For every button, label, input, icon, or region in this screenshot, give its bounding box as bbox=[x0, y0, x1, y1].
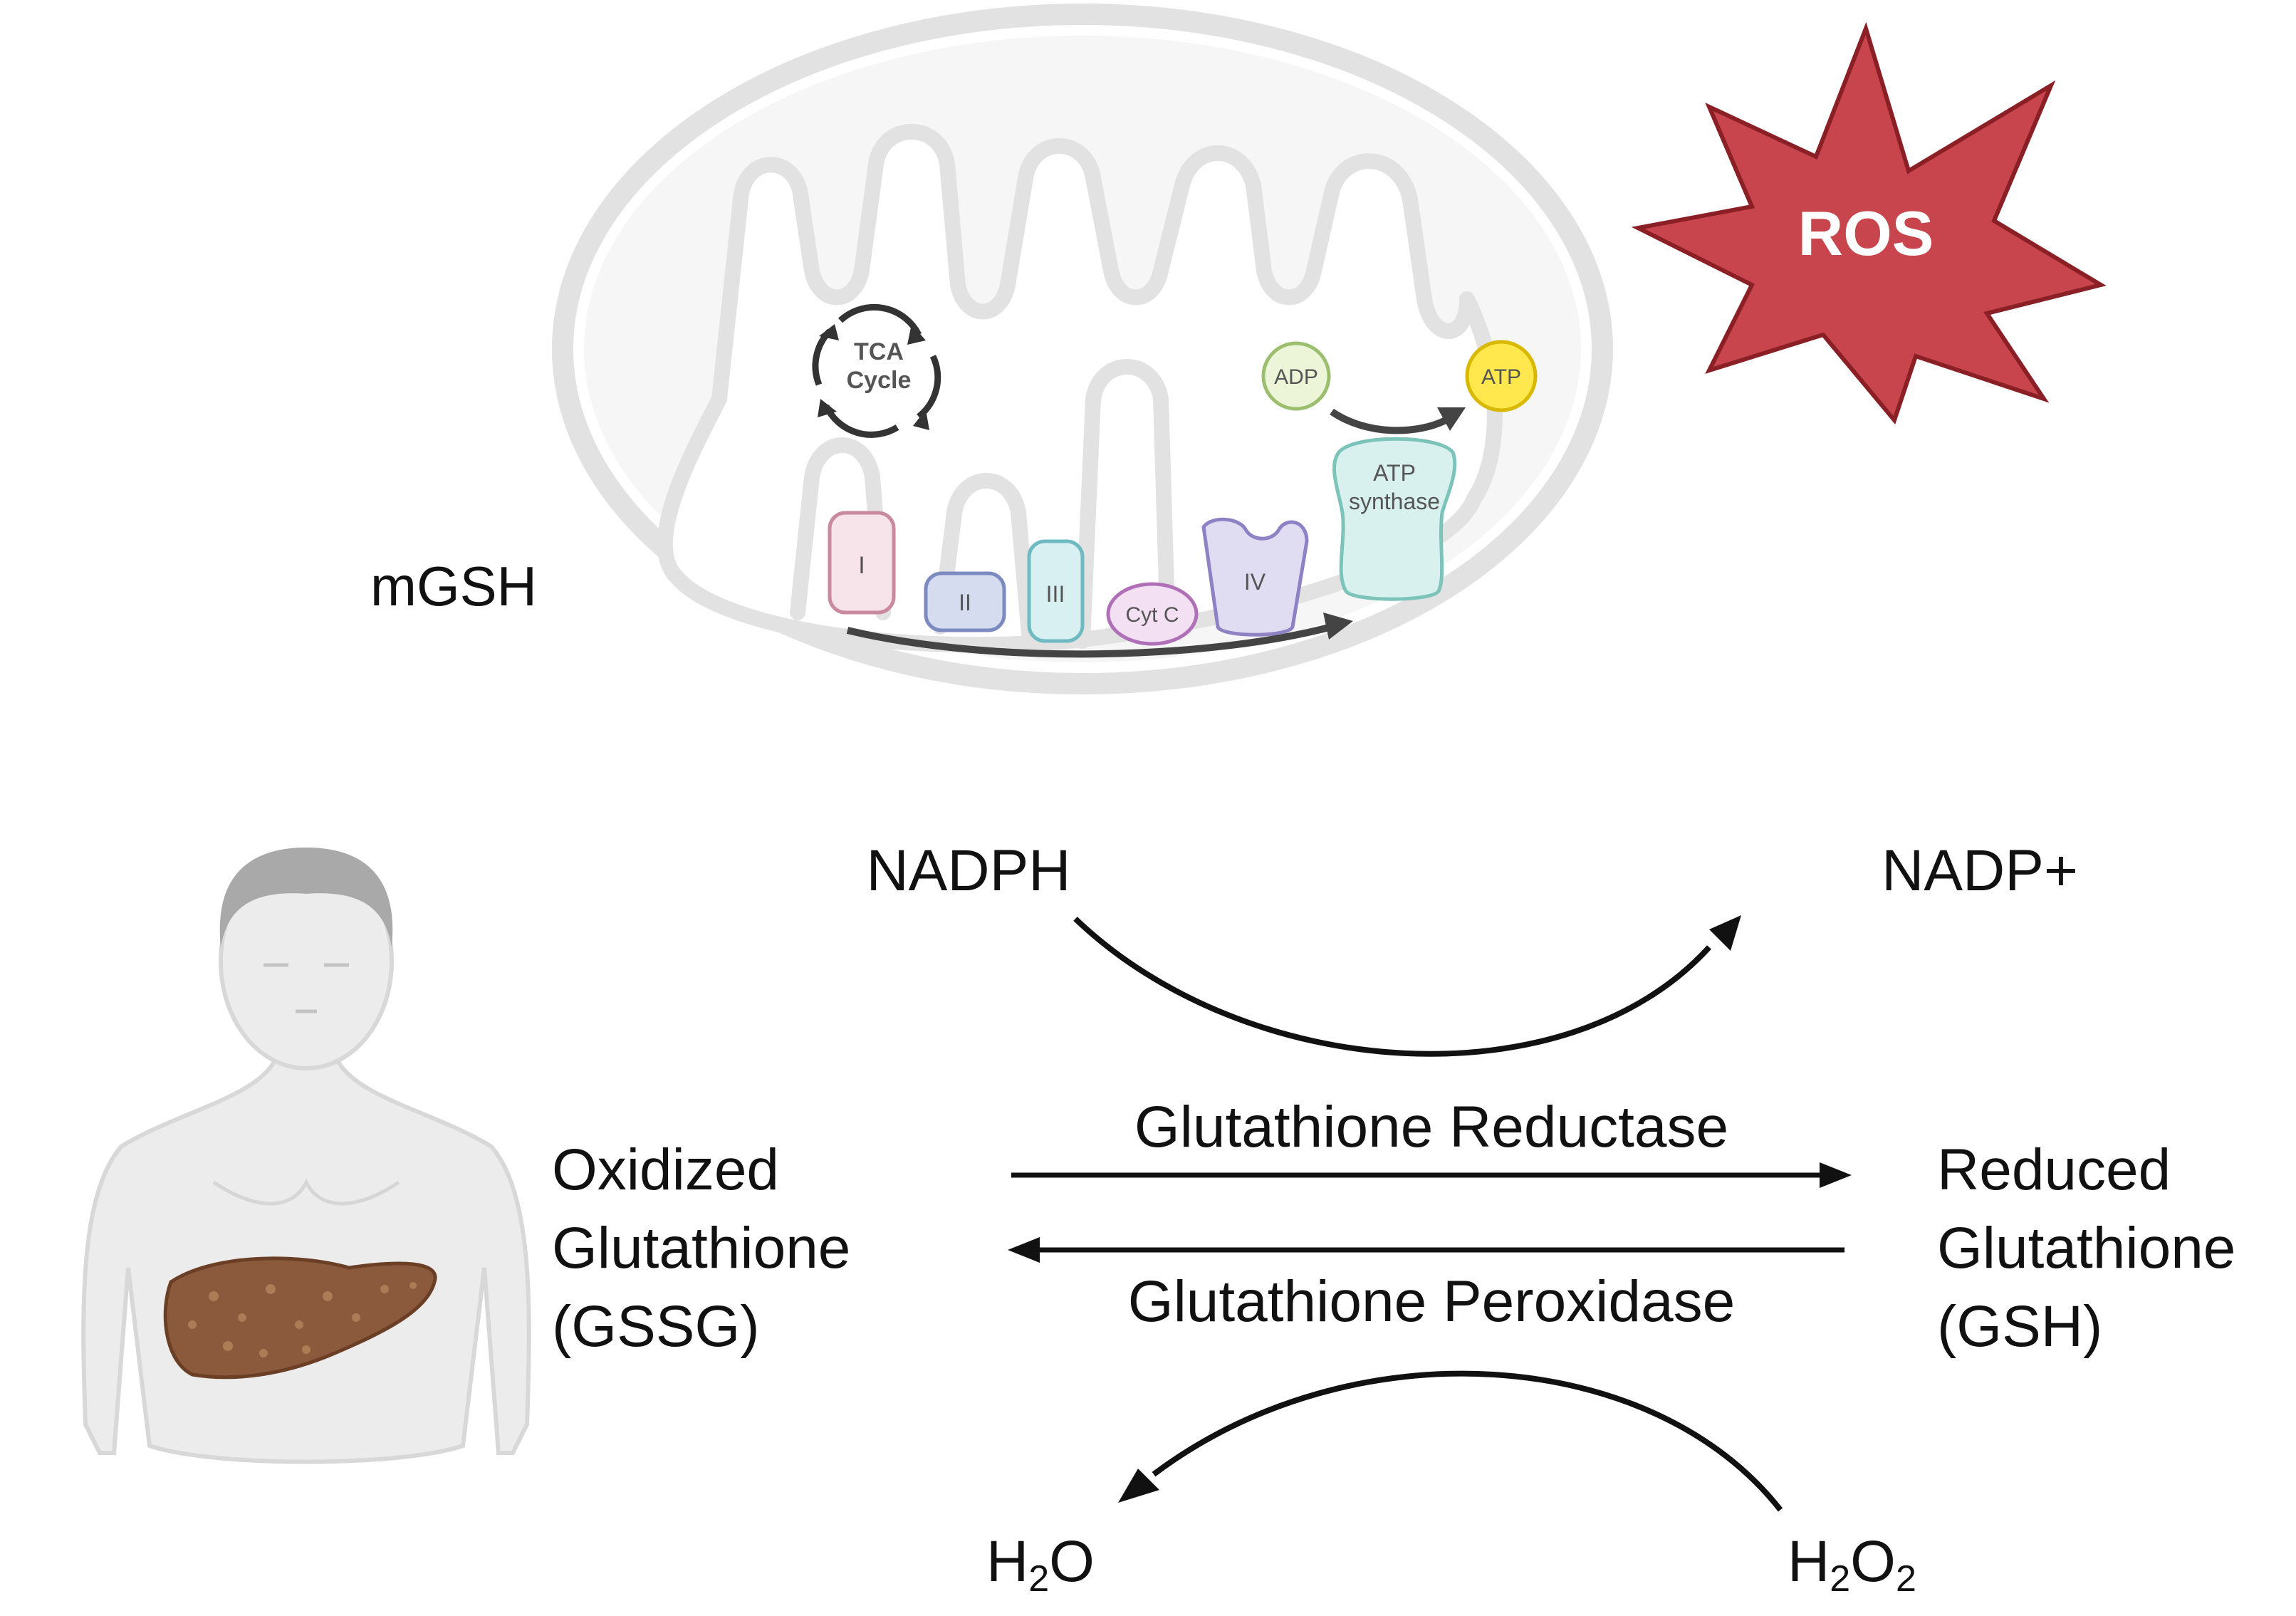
tca-arc-3 bbox=[823, 404, 899, 438]
atp-molecule: ATP bbox=[1465, 340, 1538, 412]
tca-cycle: TCA Cycle bbox=[812, 303, 941, 438]
reduced-glutathione-line2: Glutathione bbox=[1937, 1216, 2235, 1281]
water-label: H2O bbox=[986, 1529, 1095, 1600]
liver-texture bbox=[188, 1282, 417, 1357]
complex-i: I bbox=[828, 511, 896, 615]
complex-iii: III bbox=[1027, 539, 1085, 643]
nadph-to-nadp-arrow bbox=[1073, 917, 1711, 1057]
adp-label: ADP bbox=[1274, 365, 1318, 389]
cytochrome-c-label: Cyt C bbox=[1126, 603, 1179, 627]
cytochrome-c: Cyt C bbox=[1106, 582, 1199, 646]
atp-synthase-label-line1: ATP bbox=[1373, 460, 1416, 486]
nadph-label: NADPH bbox=[866, 838, 1070, 903]
complex-i-label: I bbox=[858, 552, 865, 579]
atp-synthase-label-line2: synthase bbox=[1349, 489, 1440, 514]
reduced-glutathione-line1: Reduced bbox=[1937, 1137, 2171, 1202]
peroxide-to-water-arrowhead bbox=[1118, 1469, 1159, 1503]
oxidized-glutathione-line2: Glutathione bbox=[552, 1216, 850, 1281]
glutathione-reductase-label: Glutathione Reductase bbox=[1134, 1095, 1728, 1159]
tca-arrowhead bbox=[913, 410, 929, 430]
complex-iv: IV bbox=[1201, 517, 1309, 637]
tca-label-line1: TCA bbox=[854, 338, 904, 365]
ros-burst: ROS bbox=[1631, 21, 2107, 425]
human-figure-icon bbox=[81, 848, 531, 1464]
ros-label: ROS bbox=[1798, 198, 1934, 269]
tca-label-line2: Cycle bbox=[847, 367, 912, 394]
peroxide-label: H2O2 bbox=[1788, 1529, 1916, 1600]
water-sub: 2 bbox=[1028, 1558, 1049, 1600]
oxidized-glutathione-line1: Oxidized bbox=[552, 1137, 779, 1202]
complex-ii: II bbox=[924, 571, 1006, 632]
reaction-scheme: NADPH NADP+ Glutathione Reductase Glutat… bbox=[552, 838, 2235, 1600]
complex-iii-label: III bbox=[1046, 581, 1065, 607]
electron-flow-arrow bbox=[846, 623, 1333, 658]
glutathione-peroxidase-label: Glutathione Peroxidase bbox=[1128, 1269, 1735, 1334]
peroxide-sub1: 2 bbox=[1830, 1558, 1850, 1600]
tca-arrowhead bbox=[818, 399, 837, 417]
ros-starburst-icon bbox=[1631, 21, 2107, 425]
tca-arrowhead bbox=[819, 324, 839, 340]
tca-arrowhead bbox=[907, 324, 926, 345]
water-o: O bbox=[1049, 1529, 1095, 1594]
nadp-plus-label: NADP+ bbox=[1882, 838, 2078, 903]
oxidized-glutathione-line3: (GSSG) bbox=[552, 1294, 760, 1359]
adp-to-atp-arrow bbox=[1330, 408, 1448, 434]
nadph-to-nadp-arrowhead bbox=[1709, 915, 1741, 951]
atp-label: ATP bbox=[1481, 365, 1521, 389]
mgsh-label: mGSH bbox=[370, 555, 537, 617]
adp-to-atp-arrowhead bbox=[1437, 407, 1466, 431]
complex-ii-label: II bbox=[959, 590, 971, 615]
complex-iv-label: IV bbox=[1244, 569, 1266, 595]
peroxide-to-water-arrow bbox=[1152, 1370, 1783, 1512]
lower-cristae bbox=[790, 359, 1176, 649]
electron-flow-arrowhead bbox=[1323, 612, 1353, 640]
peroxide-h: H bbox=[1788, 1529, 1830, 1594]
peroxide-o: O bbox=[1850, 1529, 1896, 1594]
adp-molecule: ADP bbox=[1261, 341, 1331, 411]
water-h: H bbox=[986, 1529, 1028, 1594]
liver-icon bbox=[163, 1256, 437, 1380]
atp-synthase: ATP synthase bbox=[1332, 437, 1457, 601]
reduced-glutathione-line3: (GSH) bbox=[1937, 1294, 2102, 1359]
peroxide-sub2: 2 bbox=[1896, 1558, 1916, 1600]
mitochondrion: TCA Cycle I II III Cyt C IV bbox=[552, 4, 1613, 694]
forward-reaction-arrowhead bbox=[1820, 1162, 1852, 1188]
reverse-reaction-arrowhead bbox=[1008, 1237, 1040, 1263]
